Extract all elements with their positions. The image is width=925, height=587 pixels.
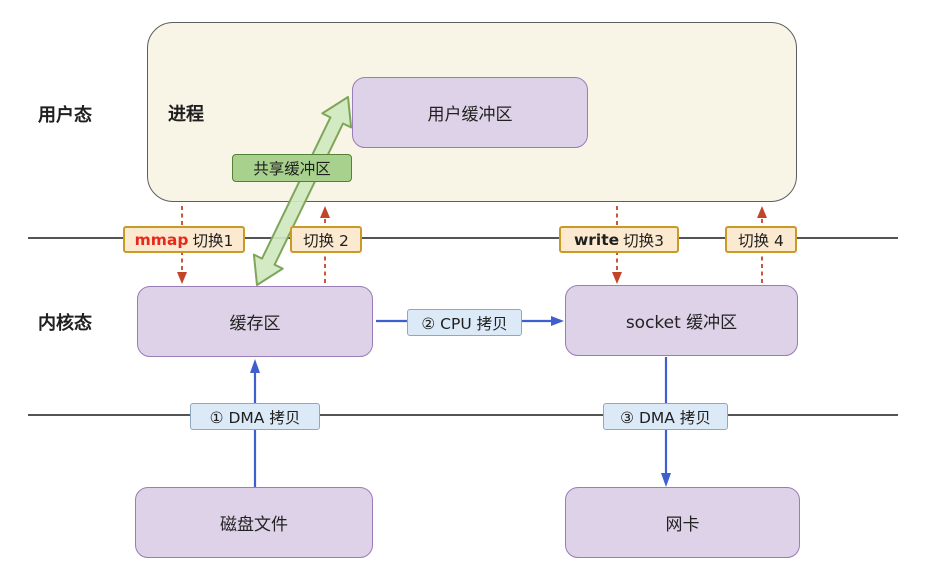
switch2-label: 切换 2 (303, 231, 349, 250)
shared-buffer-tag-label: 共享缓冲区 (253, 160, 331, 178)
switch2-arrowhead (320, 206, 330, 218)
cpu-copy-label: ② CPU 拷贝 (421, 314, 508, 333)
dma-copy-1-arrowhead (250, 359, 260, 373)
nic-label: 网卡 (665, 515, 700, 535)
disk-file-box: 磁盘文件 (135, 487, 373, 558)
switch3-syscall-label: write (573, 230, 620, 249)
switch4-label: 切换 4 (738, 231, 784, 250)
process-label: 进程 (168, 104, 204, 125)
switch3-label: 切换3 (623, 231, 665, 250)
cpu-copy-arrowhead (551, 316, 564, 326)
user-buffer-box: 用户缓冲区 (352, 77, 588, 148)
switch1-label: 切换1 (192, 231, 234, 250)
user-mode-label: 用户态 (38, 105, 92, 126)
switch3-arrowhead (612, 272, 622, 284)
shared-buffer-tag: 共享缓冲区 (232, 154, 352, 182)
kernel-buffer-label: 缓存区 (229, 314, 281, 334)
dma-copy-3-tag: ③ DMA 拷贝 (603, 403, 728, 430)
switch4-tag: 切换 4 (725, 226, 797, 253)
dma-copy-3-label: ③ DMA 拷贝 (620, 408, 711, 427)
dma-copy-3-arrowhead (661, 473, 671, 487)
socket-buffer-label: socket 缓冲区 (625, 313, 738, 333)
dma-copy-1-tag: ① DMA 拷贝 (190, 403, 320, 430)
switch1-tag: mmap 切换1 (123, 226, 245, 253)
switch1-arrowhead (177, 272, 187, 284)
disk-file-label: 磁盘文件 (220, 515, 288, 535)
switch2-tag: 切换 2 (290, 226, 362, 253)
user-buffer-label: 用户缓冲区 (427, 105, 513, 125)
dma-copy-1-label: ① DMA 拷贝 (209, 408, 301, 427)
cpu-copy-tag: ② CPU 拷贝 (407, 309, 522, 336)
switch3-tag: write 切换3 (559, 226, 679, 253)
kernel-buffer-box: 缓存区 (137, 286, 373, 357)
switch4-arrowhead (757, 206, 767, 218)
socket-buffer-box: socket 缓冲区 (565, 285, 798, 356)
switch1-syscall-label: mmap (134, 230, 189, 249)
kernel-mode-label: 内核态 (38, 313, 92, 334)
nic-box: 网卡 (565, 487, 800, 558)
